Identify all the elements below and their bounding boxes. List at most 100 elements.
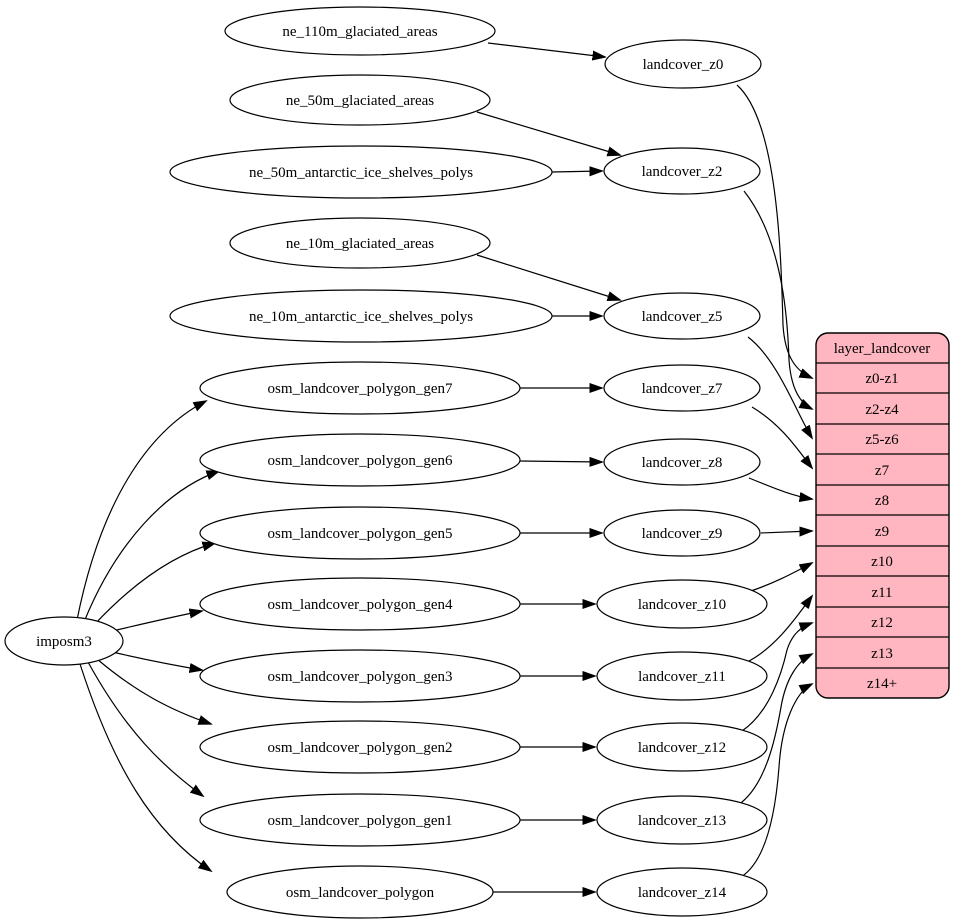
edge-landcover_z7-row-z7	[751, 406, 812, 468]
edge-imposm3-osm_landcover_polygon_gen1	[87, 661, 203, 796]
node-osm_landcover_polygon_gen2-shape	[199, 720, 521, 774]
node-landcover_z5-shape	[603, 292, 761, 340]
node-landcover_z2: landcover_z2	[603, 147, 761, 195]
node-osm_landcover_polygon_gen5-shape	[199, 506, 521, 560]
edge-imposm3-osm_landcover_polygon_gen7	[76, 401, 206, 621]
node-osm_landcover_polygon: osm_landcover_polygon	[226, 865, 494, 919]
node-osm_landcover_polygon_gen2-label: osm_landcover_polygon_gen2	[268, 740, 453, 756]
node-osm_landcover_polygon_gen2: osm_landcover_polygon_gen2	[199, 720, 521, 774]
node-ne_110m_glaciated_areas-shape	[224, 6, 496, 56]
table-row-z9: z9	[875, 524, 889, 540]
node-landcover_z13: landcover_z13	[596, 795, 768, 845]
node-osm_landcover_polygon_gen5: osm_landcover_polygon_gen5	[199, 506, 521, 560]
edge-landcover_z5-row-z5-z6	[747, 336, 812, 438]
node-osm_landcover_polygon_gen1-shape	[199, 793, 521, 847]
node-landcover_z0-label: landcover_z0	[643, 57, 724, 73]
edge-ne_50m_glaciated_areas-landcover_z2	[476, 111, 620, 155]
node-landcover_z10: landcover_z10	[596, 579, 768, 629]
node-osm_landcover_polygon_gen3: osm_landcover_polygon_gen3	[199, 649, 521, 703]
edge-landcover_z0-row-z0-z1	[736, 84, 812, 378]
table-row-z2-z4: z2-z4	[865, 402, 899, 418]
node-ne_110m_glaciated_areas-label: ne_110m_glaciated_areas	[282, 24, 437, 40]
node-landcover_z7-shape	[603, 364, 761, 412]
edge-imposm3-osm_landcover_polygon	[79, 663, 211, 871]
node-osm_landcover_polygon_gen4-shape	[199, 577, 521, 631]
node-ne_10m_antarctic_ice_shelves_polys-label: ne_10m_antarctic_ice_shelves_polys	[249, 309, 473, 325]
node-landcover_z13-shape	[596, 795, 768, 845]
node-osm_landcover_polygon_gen6-shape	[199, 433, 521, 487]
node-landcover_z10-shape	[596, 579, 768, 629]
edge-group-table	[736, 84, 812, 878]
node-ne_50m_glaciated_areas-shape	[229, 74, 491, 126]
edge-imposm3-osm_landcover_polygon_gen4	[107, 611, 202, 633]
node-landcover_z5: landcover_z5	[603, 292, 761, 340]
edge-landcover_z8-row-z8	[748, 477, 812, 499]
edge-group-imposm3	[76, 401, 219, 871]
node-osm_landcover_polygon_gen1-label: osm_landcover_polygon_gen1	[268, 813, 453, 829]
table-row-z12: z12	[871, 615, 893, 631]
node-osm_landcover_polygon_gen3-label: osm_landcover_polygon_gen3	[268, 669, 453, 685]
table-row-z5-z6: z5-z6	[865, 432, 899, 448]
node-osm_landcover_polygon_gen1: osm_landcover_polygon_gen1	[199, 793, 521, 847]
edge-group-sources	[476, 42, 620, 892]
node-landcover_z9-shape	[603, 509, 761, 557]
edge-ne_50m_antarctic_ice_shelves_polys-landcover_z2	[551, 171, 602, 172]
node-landcover_z11: landcover_z11	[596, 651, 768, 701]
node-landcover_z14-label: landcover_z14	[638, 885, 727, 901]
table-row-z14plus: z14+	[867, 676, 897, 692]
node-landcover_z9: landcover_z9	[603, 509, 761, 557]
node-landcover_z14: landcover_z14	[596, 867, 768, 917]
node-landcover_z12-shape	[596, 722, 768, 772]
node-landcover_z12: landcover_z12	[596, 722, 768, 772]
node-ne_50m_antarctic_ice_shelves_polys-shape	[169, 145, 553, 199]
table-row-z13: z13	[871, 646, 893, 662]
node-ne_10m_glaciated_areas: ne_10m_glaciated_areas	[229, 217, 491, 269]
node-landcover_z2-label: landcover_z2	[642, 164, 723, 180]
edge-landcover_z13-row-z13	[737, 654, 812, 806]
node-landcover_z10-label: landcover_z10	[638, 597, 726, 613]
node-ne_10m_glaciated_areas-shape	[229, 217, 491, 269]
edge-landcover_z10-row-z10	[750, 563, 812, 592]
node-landcover_z0: landcover_z0	[604, 39, 762, 89]
node-landcover_z8: landcover_z8	[603, 438, 761, 486]
node-landcover_z7-label: landcover_z7	[642, 381, 723, 397]
node-ne_50m_antarctic_ice_shelves_polys-label: ne_50m_antarctic_ice_shelves_polys	[249, 165, 473, 181]
node-osm_landcover_polygon_gen7: osm_landcover_polygon_gen7	[199, 361, 521, 415]
node-osm_landcover_polygon_gen5-label: osm_landcover_polygon_gen5	[268, 526, 453, 542]
edge-landcover_z12-row-z12	[741, 623, 812, 732]
node-osm_landcover_polygon_gen7-shape	[199, 361, 521, 415]
table-row-z0-z1: z0-z1	[865, 371, 898, 387]
node-ne_110m_glaciated_areas: ne_110m_glaciated_areas	[224, 6, 496, 56]
node-landcover_z14-shape	[596, 867, 768, 917]
edge-landcover_z14-row-z14plus	[740, 684, 812, 878]
table-row-z10: z10	[871, 554, 893, 570]
node-ne_50m_glaciated_areas-label: ne_50m_glaciated_areas	[286, 93, 434, 109]
table-row-z8: z8	[875, 493, 889, 509]
table-row-z11: z11	[871, 585, 892, 601]
node-landcover_z5-label: landcover_z5	[642, 309, 723, 325]
table-layer_landcover: layer_landcover z0-z1 z2-z4 z5-z6 z7 z8 …	[815, 332, 950, 699]
node-osm_landcover_polygon_gen6: osm_landcover_polygon_gen6	[199, 433, 521, 487]
node-landcover_z12-label: landcover_z12	[638, 740, 726, 756]
node-landcover_z2-shape	[603, 147, 761, 195]
edge-ne_10m_glaciated_areas-landcover_z5	[476, 254, 620, 300]
edge-osm_landcover_polygon_gen6-landcover_z8	[518, 461, 602, 462]
node-imposm3: imposm3	[4, 616, 124, 666]
node-landcover_z8-shape	[603, 438, 761, 486]
node-ne_10m_glaciated_areas-label: ne_10m_glaciated_areas	[286, 236, 434, 252]
node-landcover_z11-label: landcover_z11	[638, 669, 726, 685]
node-osm_landcover_polygon_gen3-shape	[199, 649, 521, 703]
edge-imposm3-osm_landcover_polygon_gen3	[107, 650, 202, 670]
edge-imposm3-osm_landcover_polygon_gen6	[83, 471, 219, 623]
node-imposm3-shape	[4, 616, 124, 666]
edge-landcover_z9-row-z9	[760, 531, 812, 533]
node-landcover_z0-shape	[604, 39, 762, 89]
node-imposm3-label: imposm3	[36, 634, 92, 650]
node-osm_landcover_polygon_gen6-label: osm_landcover_polygon_gen6	[268, 453, 453, 469]
node-landcover_z7: landcover_z7	[603, 364, 761, 412]
node-landcover_z9-label: landcover_z9	[642, 526, 723, 542]
edge-ne_110m_glaciated_areas-landcover_z0	[487, 42, 605, 57]
node-ne_10m_antarctic_ice_shelves_polys: ne_10m_antarctic_ice_shelves_polys	[169, 289, 553, 343]
